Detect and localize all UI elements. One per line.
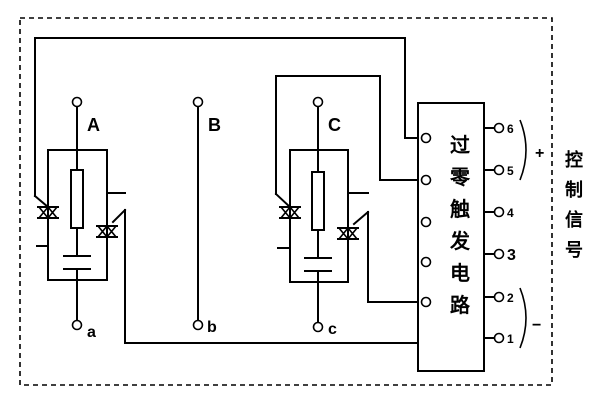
pin-1-label: 1: [507, 332, 514, 346]
terminal-a-label: a: [87, 324, 96, 341]
terminal-b-bottom: [192, 319, 204, 331]
phase-a-resistor: [70, 169, 84, 229]
plus-bracket: [519, 119, 527, 181]
pin-2-label: 2: [507, 291, 514, 305]
phase-c-circuit: [274, 75, 421, 333]
terminal-b-top: [192, 96, 204, 108]
box-label-char-6: 路: [450, 293, 471, 317]
box-input-3: [420, 216, 432, 228]
terminal-b-label: b: [207, 319, 217, 336]
terminal-a-bottom: [71, 319, 83, 331]
pin-6: [493, 122, 505, 134]
zero-crossing-trigger-circuit: 过 零 触 发 电 路: [417, 102, 485, 372]
pin-6-label: 6: [507, 122, 514, 136]
pin-3-label: 3: [507, 247, 516, 264]
phase-b-circuit: [192, 96, 204, 331]
pin-5-label: 5: [507, 164, 514, 178]
terminal-a-top: [71, 96, 83, 108]
side-label-char-3: 信: [565, 209, 583, 231]
pin-4-label: 4: [507, 206, 514, 220]
output-pins: 6 5 4 3 2 1 + −: [483, 119, 544, 349]
plus-sign: +: [535, 145, 544, 162]
phase-c-label: C: [328, 115, 341, 135]
terminal-c-top: [312, 96, 324, 108]
box-label-char-2: 零: [449, 165, 471, 189]
phase-a-label: A: [87, 115, 100, 135]
pin-4: [493, 206, 505, 218]
box-input-2: [420, 174, 432, 186]
terminal-c-bottom: [312, 321, 324, 333]
minus-sign: −: [532, 317, 541, 334]
box-label-char-3: 触: [450, 197, 470, 221]
control-wiring: [34, 37, 421, 344]
box-label-char-4: 发: [449, 229, 471, 253]
box-input-5: [420, 296, 432, 308]
phase-a-right-triac: [96, 224, 118, 239]
phase-a-circuit: [33, 37, 127, 344]
pin-3: [493, 248, 505, 260]
box-label-char-5: 电: [450, 261, 470, 285]
side-label-char-4: 号: [565, 240, 583, 261]
box-input-4: [420, 256, 432, 268]
control-signal-label: 控 制 信 号: [565, 149, 583, 261]
pin-1: [493, 332, 505, 344]
pin-2: [493, 291, 505, 303]
enclosure-frame: [19, 17, 553, 386]
terminal-c-label: c: [328, 321, 337, 338]
side-label-char-1: 控: [565, 149, 583, 171]
minus-bracket: [519, 287, 527, 349]
side-label-char-2: 制: [565, 180, 583, 201]
box-input-1: [420, 132, 432, 144]
phase-b-label: B: [208, 115, 221, 135]
phase-c-right-triac: [337, 226, 359, 241]
trigger-circuit-box: [417, 102, 485, 372]
phase-c-resistor: [311, 171, 325, 231]
box-label-char-1: 过: [450, 133, 470, 157]
pin-5: [493, 164, 505, 176]
